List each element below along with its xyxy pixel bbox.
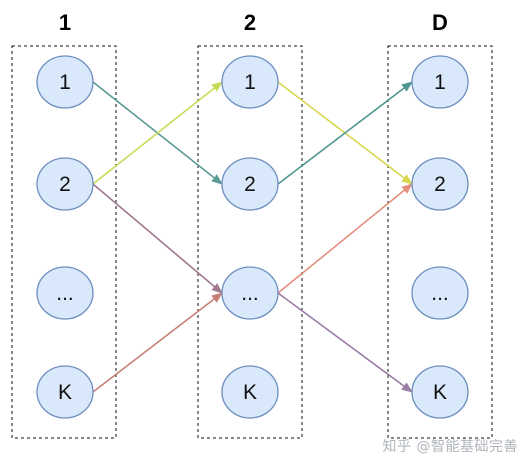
- node-label: 2: [59, 173, 71, 196]
- node-label: ...: [241, 282, 259, 305]
- node-c3-r4: K: [411, 365, 469, 419]
- node-c3-r3: ...: [411, 266, 469, 320]
- node-label: 1: [434, 71, 446, 94]
- node-circle: [411, 157, 469, 211]
- node-circle: [36, 266, 94, 320]
- edge-4: [92, 292, 223, 393]
- edges: [92, 81, 413, 393]
- node-c1-r3: ...: [36, 266, 94, 320]
- node-circle: [221, 157, 279, 211]
- edge-6: [277, 81, 413, 185]
- node-label: 1: [244, 71, 256, 94]
- edge-7: [277, 183, 413, 294]
- edge-8: [277, 292, 413, 393]
- watermark: 知乎 @智能基础完善: [382, 439, 518, 455]
- node-c3-r1: 1: [411, 55, 469, 109]
- node-circle: [221, 55, 279, 109]
- column-title-3: D: [432, 10, 448, 35]
- node-label: K: [58, 381, 72, 404]
- edge-2: [92, 81, 223, 185]
- node-circle: [411, 365, 469, 419]
- node-label: 2: [434, 173, 446, 196]
- node-c2-r4: K: [221, 365, 279, 419]
- node-c1-r4: K: [36, 365, 94, 419]
- node-circle: [221, 365, 279, 419]
- column-boxes: [11, 45, 493, 439]
- column-titles: 1 2 D: [59, 10, 448, 35]
- column-box-3: [387, 45, 493, 439]
- node-label: ...: [56, 282, 74, 305]
- node-label: K: [433, 381, 447, 404]
- node-circle: [36, 365, 94, 419]
- node-circle: [36, 157, 94, 211]
- node-c1-r2: 2: [36, 157, 94, 211]
- node-label: 2: [244, 173, 256, 196]
- node-label: 1: [59, 71, 71, 94]
- nodes: 1 2... K 1 2... K 1 2... K: [36, 55, 469, 419]
- node-c2-r2: 2: [221, 157, 279, 211]
- node-circle: [221, 266, 279, 320]
- column-title-2: 2: [244, 10, 256, 35]
- node-label: ...: [431, 282, 449, 305]
- node-circle: [36, 55, 94, 109]
- edge-3: [92, 183, 223, 294]
- node-c2-r3: ...: [221, 266, 279, 320]
- node-c1-r1: 1: [36, 55, 94, 109]
- column-title-1: 1: [59, 10, 71, 35]
- node-c2-r1: 1: [221, 55, 279, 109]
- column-box-1: [11, 45, 117, 439]
- node-circle: [411, 55, 469, 109]
- node-label: K: [243, 381, 257, 404]
- node-circle: [411, 266, 469, 320]
- node-c3-r2: 2: [411, 157, 469, 211]
- column-box-2: [197, 45, 303, 439]
